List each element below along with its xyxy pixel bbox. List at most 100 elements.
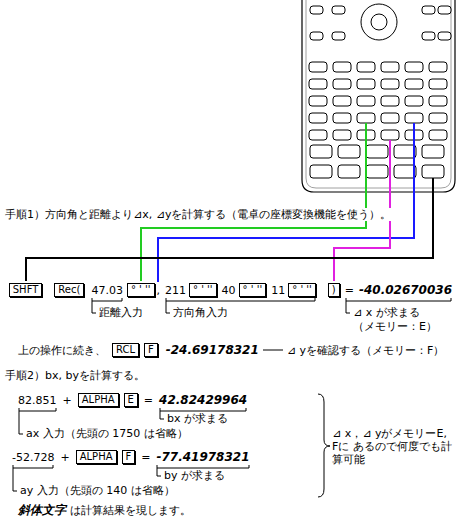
key-box: )	[328, 283, 340, 297]
note-text: =	[144, 394, 153, 407]
calculator-key	[381, 79, 399, 89]
calculator-key	[333, 96, 351, 106]
note-text: bx が求まる	[167, 412, 228, 425]
calculator-key	[332, 32, 345, 40]
calculator-key	[309, 79, 327, 89]
note-text: ax 入力（先頭の 1750 は省略）	[26, 427, 188, 440]
note-text: （メモリー：E）	[353, 320, 437, 333]
key-box: ° ' ''	[239, 283, 267, 297]
key-box: ° ' ''	[288, 283, 316, 297]
key-box: ALPHA	[78, 393, 119, 407]
note-text: 上の操作に続き、	[18, 344, 106, 357]
key-label: Rec(	[58, 284, 80, 295]
bracket	[346, 298, 451, 301]
note-text: ay 入力（先頭の 140 は省略）	[20, 484, 175, 497]
leader-line	[160, 411, 164, 419]
calculator-key	[381, 62, 399, 72]
calculator-key	[310, 165, 332, 178]
key-box: RCL	[112, 343, 139, 357]
curly-brace	[318, 394, 330, 497]
key-label: E	[128, 394, 134, 405]
note-text: =	[345, 284, 354, 297]
key-label: ALPHA	[80, 451, 113, 462]
key-box: SHFT	[9, 283, 43, 297]
calculator-key	[429, 79, 447, 89]
note-text: ⊿ x が求まる	[353, 306, 420, 319]
leader-line	[13, 468, 17, 491]
note-text: +	[60, 451, 69, 464]
calculator-key	[405, 79, 423, 89]
calculator-body	[302, 0, 455, 192]
key-label: ° ' ''	[193, 284, 213, 295]
key-wire	[26, 178, 433, 281]
note-text: は計算結果を現します。	[70, 504, 191, 517]
calculator-key	[429, 130, 447, 140]
note-text: 方向角入力	[173, 306, 228, 319]
dash-line	[263, 350, 283, 351]
note-text: 距離入力	[99, 306, 143, 319]
key-box: E	[124, 393, 138, 407]
key-label: ° ' ''	[131, 284, 151, 295]
note-text: 11	[271, 284, 285, 297]
calculator-key	[422, 165, 444, 178]
calculator-key	[309, 62, 327, 72]
note-text: 手順1）方向角と距離より⊿x, ⊿yを計算する（電卓の座標変換機能を使う）。	[5, 208, 391, 221]
key-label: SHFT	[13, 284, 39, 295]
calculator-key	[422, 32, 435, 40]
calculator-key	[394, 165, 416, 178]
key-box: ° ' ''	[127, 283, 155, 297]
note-text: ⊿ x，⊿ yがメモリーE, Fに あるので何度でも計算可能	[332, 427, 454, 466]
leader-line	[157, 468, 161, 476]
key-label: ALPHA	[82, 394, 115, 405]
calculator-key	[310, 145, 332, 158]
key-label: F	[126, 451, 132, 462]
calculator-key	[338, 145, 360, 158]
calculator-key	[357, 79, 375, 89]
calculator-key	[381, 130, 399, 140]
key-box: ° ' ''	[189, 283, 217, 297]
key-label: ° ' ''	[243, 284, 263, 295]
calculator-key	[366, 145, 388, 158]
calculator-key	[309, 130, 327, 140]
key-box: F	[122, 450, 136, 464]
result-value: 42.82429964	[159, 393, 247, 407]
calculator-key	[429, 96, 447, 106]
leader-line	[166, 301, 170, 313]
note-text: 82.851	[18, 394, 57, 407]
calculator-key	[332, 6, 345, 14]
result-value: -24.69178321	[166, 343, 259, 357]
key-box: Rec(	[54, 283, 84, 297]
calculator-key	[338, 165, 360, 178]
key-box: F	[144, 343, 158, 357]
calculator-key	[381, 96, 399, 106]
calculator-key	[422, 6, 435, 14]
bracket	[19, 408, 56, 411]
note-text: =	[141, 451, 150, 464]
calculator-key	[309, 113, 327, 123]
calculator-key	[357, 113, 375, 123]
calculator-key	[405, 113, 423, 123]
calculator-key	[381, 113, 399, 123]
calculator-key	[357, 96, 375, 106]
calculator-rim	[306, 0, 451, 188]
cursor-pad	[361, 4, 397, 40]
note-text: 47.03	[91, 284, 123, 297]
cursor-pad-center	[371, 14, 387, 30]
result-value: -77.41978321	[156, 450, 249, 464]
key-label: RCL	[116, 344, 135, 355]
leader-line	[19, 411, 23, 434]
calculator-key	[357, 62, 375, 72]
note-text: ⊿ yを確認する（メモリー：F）	[287, 344, 445, 357]
calculator-key	[333, 113, 351, 123]
bracket	[92, 298, 122, 301]
calculator-key	[422, 145, 444, 158]
note-text: 211	[165, 284, 186, 297]
key-label: ° ' ''	[292, 284, 312, 295]
key-box: ALPHA	[76, 450, 117, 464]
calculator-key	[310, 6, 323, 14]
calculator-key	[429, 113, 447, 123]
leader-line	[92, 301, 96, 313]
result-value: 斜体文字	[18, 503, 66, 517]
calculator-key	[438, 6, 451, 14]
